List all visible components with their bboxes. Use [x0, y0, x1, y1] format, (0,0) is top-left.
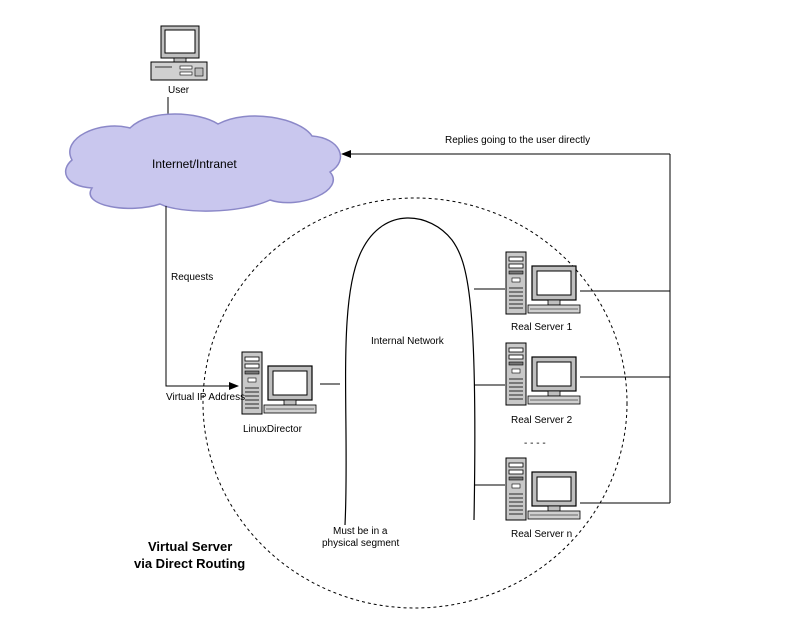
cloud-shape	[64, 113, 342, 212]
director-label: LinuxDirector	[243, 424, 303, 435]
server-ellipsis: - - - -	[524, 438, 546, 449]
diagram-title-line1: Virtual Server	[148, 539, 232, 554]
internal-network-label: Internal Network	[371, 336, 445, 347]
diagram-title-line2: via Direct Routing	[134, 556, 245, 571]
replies-label: Replies going to the user directly	[445, 135, 590, 146]
cluster-boundary	[202, 197, 628, 609]
internal-network-segment	[344, 217, 476, 526]
requests-label: Requests	[171, 272, 213, 283]
segment-note-line1: Must be in a	[333, 526, 388, 537]
user-pc-icon	[150, 25, 208, 81]
user-label: User	[168, 85, 190, 96]
real-server-2-label: Real Server 2	[511, 415, 573, 426]
cloud-label: Internet/Intranet	[152, 157, 237, 171]
vip-label: Virtual IP Address	[166, 392, 245, 403]
real-server-1-label: Real Server 1	[511, 322, 573, 333]
requests-arrow	[165, 206, 239, 390]
linux-director-icon	[241, 351, 317, 415]
segment-note-line2: physical segment	[322, 538, 399, 549]
real-server-n-icon	[505, 457, 581, 521]
real-server-n-label: Real Server n	[511, 529, 572, 540]
real-server-2-icon	[505, 342, 581, 406]
